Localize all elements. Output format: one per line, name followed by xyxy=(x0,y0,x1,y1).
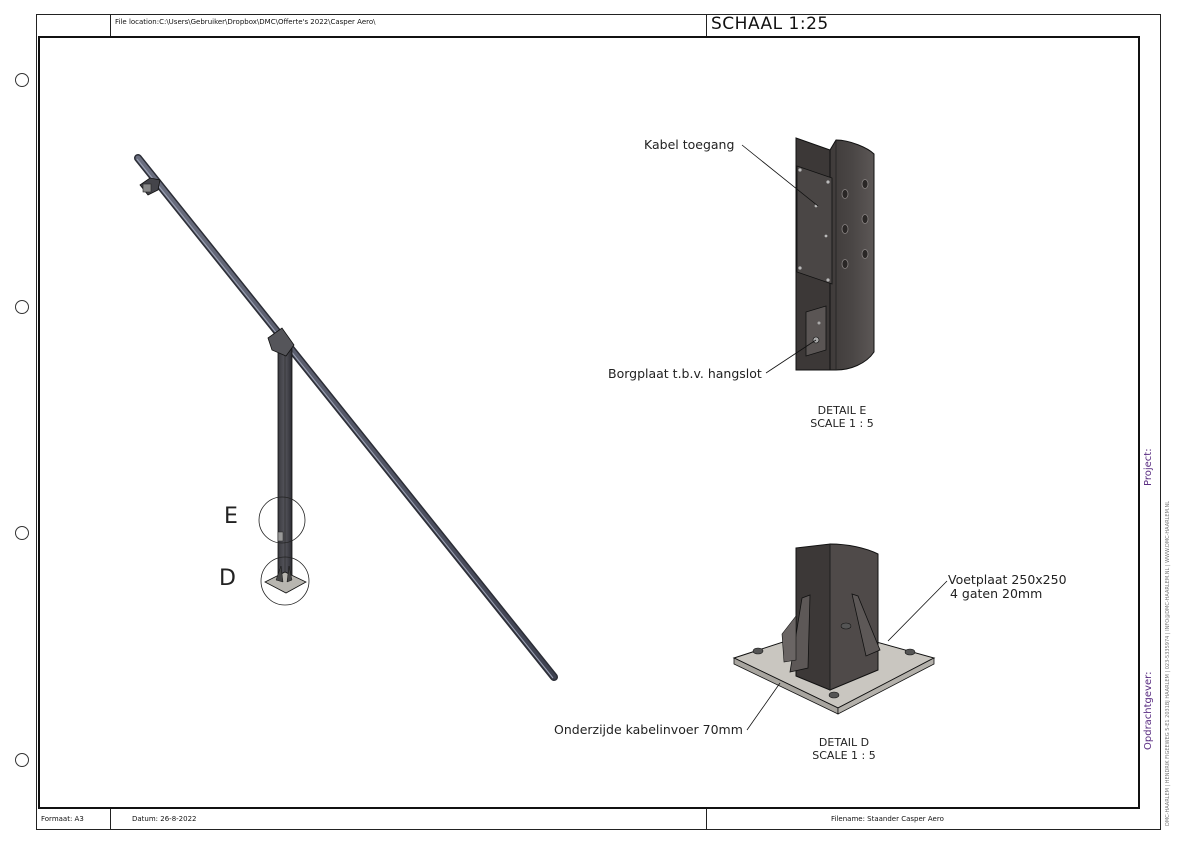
detail-e-scale: SCALE 1 : 5 xyxy=(810,417,874,430)
header-divider xyxy=(706,14,707,36)
vertical-post xyxy=(264,327,307,594)
footer-divider xyxy=(706,809,707,830)
header-divider xyxy=(110,14,111,36)
detail-e-caption: DETAIL E SCALE 1 : 5 xyxy=(802,404,882,430)
filename-label: Filename: Staander Casper Aero xyxy=(831,815,944,823)
detail-d-scale: SCALE 1 : 5 xyxy=(812,749,876,762)
borgplaat-note: Borgplaat t.b.v. hangslot xyxy=(608,366,762,381)
detail-d-marker: D xyxy=(219,566,236,591)
detail-e-title: DETAIL E xyxy=(817,404,867,417)
top-clamp xyxy=(139,177,161,196)
binder-hole xyxy=(15,526,29,540)
leader-lines xyxy=(741,144,948,731)
format-label: Formaat: A3 xyxy=(41,815,84,823)
drawing-border xyxy=(38,36,1140,809)
diagonal-tube xyxy=(134,154,558,681)
detail-d-title: DETAIL D xyxy=(818,736,870,749)
date-label: Datum: 26-8-2022 xyxy=(132,815,197,823)
detail-d-drawing xyxy=(732,543,936,715)
detail-d-caption: DETAIL D SCALE 1 : 5 xyxy=(804,736,884,762)
binder-hole xyxy=(15,300,29,314)
kabel-toegang-note: Kabel toegang xyxy=(644,137,735,152)
outer-frame xyxy=(36,14,1161,830)
scale-title: SCHAAL 1:25 xyxy=(711,14,829,34)
detail-e-circle xyxy=(258,496,306,544)
file-location: File location:C:\Users\Gebruiker\Dropbox… xyxy=(115,18,376,26)
voetplaat-note: Voetplaat 250x250 4 gaten 20mm xyxy=(948,573,1067,601)
binder-hole xyxy=(15,73,29,87)
voetplaat-line-2: 4 gaten 20mm xyxy=(950,586,1043,601)
binder-hole xyxy=(15,753,29,767)
detail-e-drawing xyxy=(795,137,875,371)
voetplaat-line-1: Voetplaat 250x250 xyxy=(948,572,1067,587)
footer-divider xyxy=(110,809,111,830)
onderzijde-note: Onderzijde kabelinvoer 70mm xyxy=(554,722,743,737)
detail-d-circle xyxy=(260,556,310,606)
detail-e-marker: E xyxy=(224,504,238,529)
